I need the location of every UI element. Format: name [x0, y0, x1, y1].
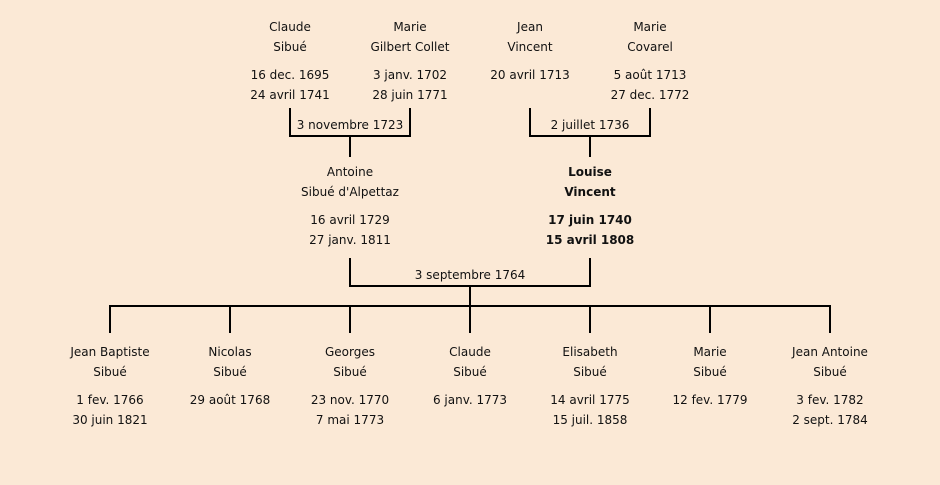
death-date: 27 janv. 1811	[309, 233, 391, 247]
death-date: 24 avril 1741	[250, 88, 330, 102]
connector-line	[349, 258, 351, 287]
birth-date: 16 dec. 1695	[250, 68, 330, 82]
death-date: 7 mai 1773	[315, 413, 385, 427]
death-date: 15 avril 1808	[545, 233, 635, 247]
first-name: Jean	[517, 20, 543, 34]
first-name: Nicolas	[208, 345, 252, 359]
last-name: Sibué	[213, 365, 247, 379]
first-name: Georges	[325, 345, 375, 359]
birth-date: 14 avril 1775	[550, 393, 630, 407]
first-name: Marie	[633, 20, 667, 34]
last-name: Sibué	[813, 365, 847, 379]
connector-line	[829, 305, 831, 333]
life-dates: 5 août 1713 27 dec. 1772	[590, 65, 710, 105]
death-date: 2 sept. 1784	[792, 413, 868, 427]
last-name: Sibué	[453, 365, 487, 379]
connector-line	[109, 305, 111, 333]
connector-line	[589, 258, 591, 287]
last-name: Gilbert Collet	[370, 40, 450, 54]
life-dates: 20 avril 1713	[470, 65, 590, 105]
first-name: Marie	[393, 20, 427, 34]
last-name: Sibué	[93, 365, 127, 379]
birth-date: 17 juin 1740	[548, 213, 632, 227]
birth-date: 6 janv. 1773	[432, 393, 508, 407]
life-dates: 16 avril 1729 27 janv. 1811	[290, 210, 410, 250]
connector-line	[589, 305, 591, 333]
birth-date: 12 fev. 1779	[672, 393, 748, 407]
life-dates: 14 avril 1775 15 juil. 1858	[530, 390, 650, 430]
birth-date: 20 avril 1713	[490, 68, 570, 82]
connector-line	[349, 305, 351, 333]
first-name: Louise	[568, 165, 612, 179]
death-date: 15 juil. 1858	[552, 413, 628, 427]
last-name: Covarel	[627, 40, 673, 54]
life-dates: 29 août 1768	[170, 390, 290, 430]
death-date	[170, 410, 290, 430]
last-name: Sibué	[333, 365, 367, 379]
first-name: Antoine	[326, 165, 374, 179]
connector-line	[529, 108, 531, 137]
birth-date: 3 fev. 1782	[796, 393, 864, 407]
birth-date: 5 août 1713	[613, 68, 687, 82]
death-date: 30 juin 1821	[72, 413, 148, 427]
first-name: Jean Baptiste	[70, 345, 150, 359]
birth-date: 3 janv. 1702	[372, 68, 448, 82]
birth-date: 1 fev. 1766	[76, 393, 144, 407]
life-dates: 3 janv. 1702 28 juin 1771	[350, 65, 470, 105]
life-dates: 12 fev. 1779	[650, 390, 770, 430]
first-name: Elisabeth	[562, 345, 618, 359]
last-name: Sibué	[273, 40, 307, 54]
connector-line	[709, 305, 711, 333]
marriage-date-sibue-collet: 3 novembre 1723	[296, 118, 404, 132]
last-name: Vincent	[507, 40, 553, 54]
life-dates: 1 fev. 1766 30 juin 1821	[50, 390, 170, 430]
connector-line	[409, 108, 411, 137]
life-dates: 3 fev. 1782 2 sept. 1784	[770, 390, 890, 430]
connector-line	[469, 285, 471, 307]
death-date	[650, 410, 770, 430]
connector-line	[589, 135, 591, 157]
death-date	[410, 410, 530, 430]
last-name: Sibué	[693, 365, 727, 379]
first-name: Jean Antoine	[792, 345, 868, 359]
last-name: Vincent	[564, 185, 616, 199]
marriage-date-vincent-covarel: 2 juillet 1736	[550, 118, 630, 132]
birth-date: 29 août 1768	[189, 393, 271, 407]
first-name: Marie	[693, 345, 727, 359]
connector-line	[289, 108, 291, 137]
last-name: Sibué d'Alpettaz	[301, 185, 399, 199]
connector-line	[229, 305, 231, 333]
first-name: Claude	[449, 345, 491, 359]
last-name: Sibué	[573, 365, 607, 379]
connector-line	[349, 135, 351, 157]
birth-date: 16 avril 1729	[310, 213, 390, 227]
life-dates: 6 janv. 1773	[410, 390, 530, 430]
life-dates: 17 juin 1740 15 avril 1808	[530, 210, 650, 250]
connector-line	[649, 108, 651, 137]
connector-line	[469, 305, 471, 333]
marriage-date-parents: 3 septembre 1764	[414, 268, 526, 282]
life-dates: 23 nov. 1770 7 mai 1773	[290, 390, 410, 430]
life-dates: 16 dec. 1695 24 avril 1741	[230, 65, 350, 105]
first-name: Claude	[269, 20, 311, 34]
birth-date: 23 nov. 1770	[310, 393, 390, 407]
death-date	[470, 85, 590, 105]
death-date: 28 juin 1771	[372, 88, 448, 102]
death-date: 27 dec. 1772	[610, 88, 690, 102]
